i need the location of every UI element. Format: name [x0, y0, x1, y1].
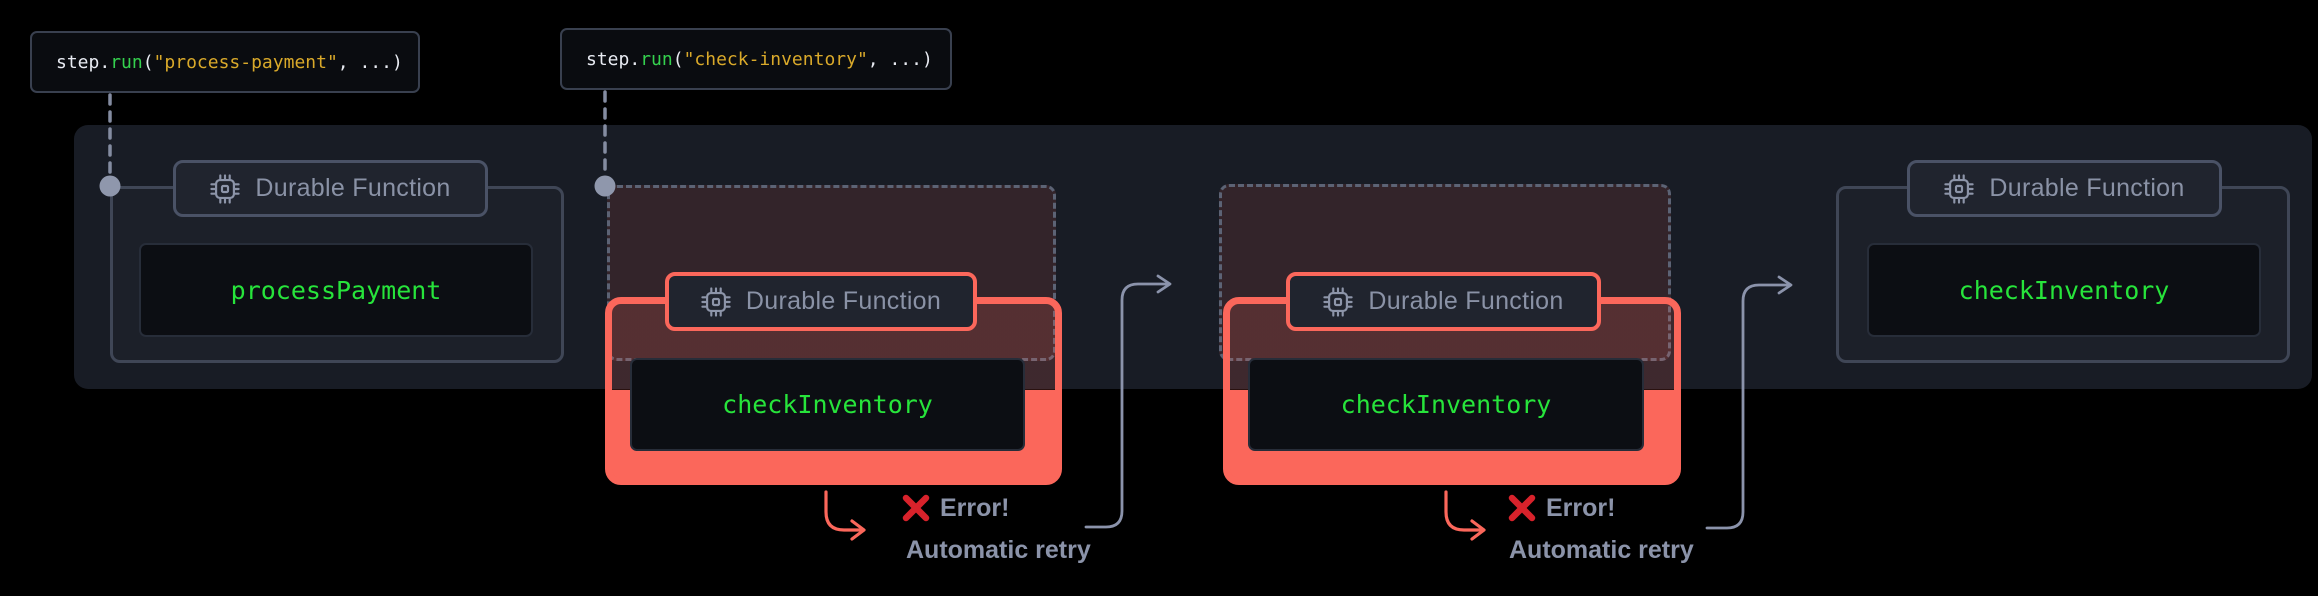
error-label: Error! — [940, 493, 1010, 522]
function-box: checkInventory — [630, 358, 1025, 451]
code-token: , ...) — [867, 48, 933, 70]
code-token: ( — [672, 48, 684, 70]
step-run-code-label: step.run("check-inventory", ...) — [560, 28, 952, 90]
error-arrow — [824, 490, 864, 532]
code-token: "check-inventory" — [683, 48, 868, 70]
error-x-icon — [902, 494, 930, 522]
cpu-icon — [701, 286, 731, 317]
automatic-retry-label: Automatic retry — [906, 536, 1091, 564]
cpu-icon — [1944, 173, 1975, 204]
badge-label: Durable Function — [1368, 287, 1564, 315]
durable-function-badge: Durable Function — [173, 160, 488, 217]
code-token: . — [99, 51, 111, 73]
function-box: processPayment — [139, 243, 533, 337]
automatic-retry-label: Automatic retry — [1509, 536, 1694, 564]
code-token: ( — [142, 51, 154, 73]
durable-function-badge: Durable Function — [665, 272, 977, 331]
durable-function-badge: Durable Function — [1286, 272, 1601, 331]
function-name: checkInventory — [722, 390, 933, 419]
code-token: step — [586, 48, 630, 70]
function-name: processPayment — [230, 275, 442, 305]
function-name: checkInventory — [1958, 275, 2170, 305]
cpu-icon — [210, 173, 241, 204]
durable-function-badge: Durable Function — [1907, 160, 2222, 217]
function-box: checkInventory — [1248, 358, 1644, 451]
error-arrow — [1444, 490, 1484, 532]
error-label: Error! — [1546, 493, 1616, 522]
badge-label: Durable Function — [745, 287, 942, 315]
code-token: run — [640, 48, 673, 70]
function-name: checkInventory — [1340, 390, 1552, 419]
error-annotation: Error! — [901, 493, 1009, 523]
error-arrowhead — [1470, 519, 1486, 541]
function-box: checkInventory — [1867, 243, 2261, 337]
cpu-icon — [1323, 286, 1354, 317]
code-token: , ...) — [337, 51, 403, 73]
error-arrowhead — [850, 519, 866, 541]
code-token: "process-payment" — [153, 51, 338, 73]
code-token: run — [110, 51, 143, 73]
code-token: step — [56, 51, 100, 73]
code-token: . — [629, 48, 641, 70]
badge-label: Durable Function — [1989, 174, 2185, 202]
badge-label: Durable Function — [255, 174, 451, 202]
error-x-icon — [1508, 494, 1536, 522]
error-annotation: Error! — [1507, 493, 1615, 523]
step-run-code-label: step.run("process-payment", ...) — [30, 31, 420, 93]
